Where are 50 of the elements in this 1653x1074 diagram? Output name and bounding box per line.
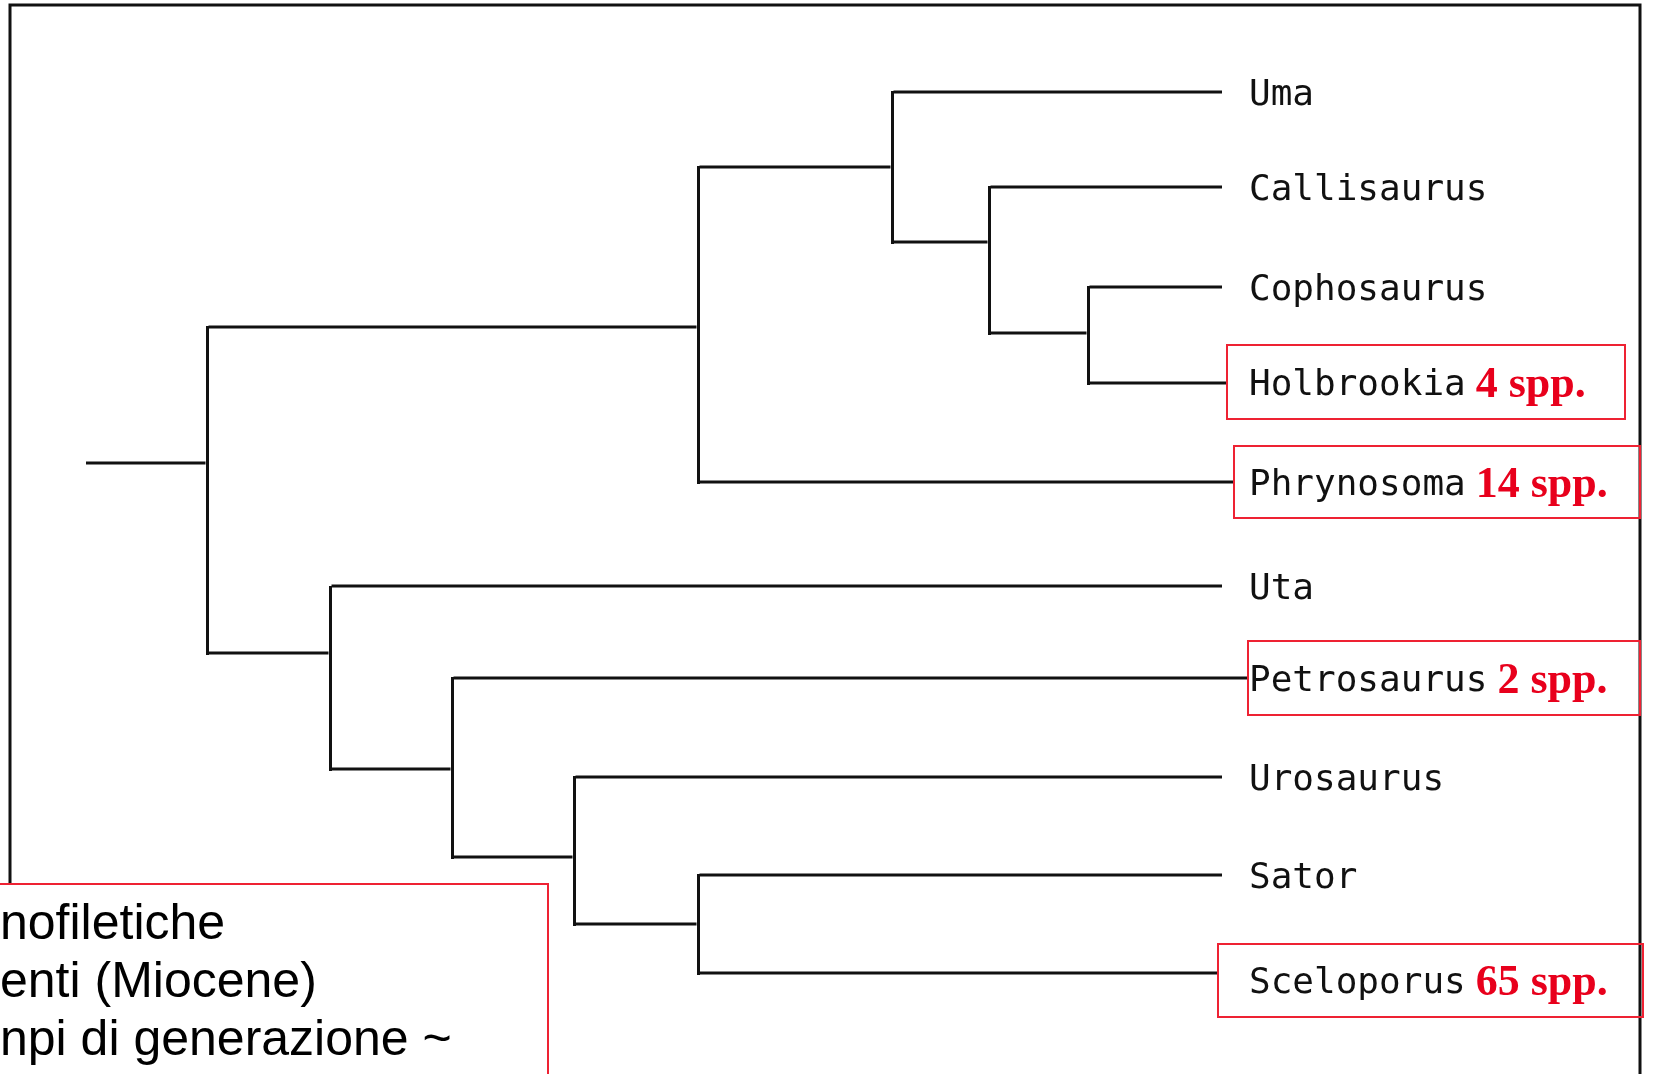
tree-branch: [453, 855, 573, 859]
tree-branch-point: [205, 325, 209, 655]
tree-branch: [575, 922, 697, 926]
tree-branch-point: [572, 775, 576, 926]
taxon-box: [1226, 344, 1626, 420]
tree-branch: [699, 873, 1222, 877]
species-count: 4 spp.: [1475, 356, 1586, 408]
species-count: 65 spp.: [1475, 955, 1608, 1006]
tree-branch: [1089, 381, 1226, 385]
note-text: nofiletiche: [0, 893, 227, 951]
tree-branch: [575, 775, 1222, 779]
note-box: [0, 883, 549, 1074]
genus-name: Callisaurus: [1249, 166, 1488, 208]
genus-name: Cophosaurus: [1249, 266, 1488, 308]
genus-name: Uta: [1249, 565, 1315, 607]
tree-branch-point: [696, 873, 700, 975]
tree-branch-point: [328, 585, 332, 771]
genus-name: Uma: [1249, 71, 1315, 113]
species-count: 2 spp.: [1497, 652, 1608, 704]
tree-branch: [86, 461, 206, 465]
taxon-box: [1233, 445, 1641, 519]
species-count: 14 spp.: [1475, 456, 1608, 508]
tree-branch: [208, 651, 329, 655]
tree-branch: [453, 676, 1247, 680]
tree-branch-point: [890, 90, 894, 244]
genus-name: Petrosaurus: [1249, 657, 1488, 699]
tree-branch: [990, 185, 1222, 189]
tree-branch: [331, 584, 1222, 588]
tree-branch: [699, 165, 891, 169]
genus-name: Urosaurus: [1249, 756, 1445, 798]
tree-branch: [990, 331, 1087, 335]
tree-branch: [893, 90, 1222, 94]
note-text: npi di generazione ~: [0, 1009, 453, 1067]
tree-branch-point: [1086, 285, 1090, 385]
tree-branch-point: [696, 165, 700, 484]
tree-branch-point: [450, 676, 454, 859]
taxon-box: [1247, 640, 1641, 716]
tree-branch: [208, 325, 697, 329]
genus-name: Sceloporus: [1249, 960, 1466, 1001]
tree-branch: [1089, 285, 1222, 289]
tree-branch-point: [987, 185, 991, 335]
tree-branch: [893, 240, 988, 244]
tree-branch: [699, 971, 1217, 975]
taxon-box: [1217, 943, 1644, 1018]
tree-branch: [331, 767, 451, 771]
tree-branch: [699, 480, 1233, 484]
genus-name: Sator: [1249, 854, 1358, 896]
note-text: enti (Miocene): [0, 951, 318, 1009]
genus-name: Phrynosoma: [1249, 461, 1466, 503]
genus-name: Holbrookia: [1249, 361, 1466, 403]
